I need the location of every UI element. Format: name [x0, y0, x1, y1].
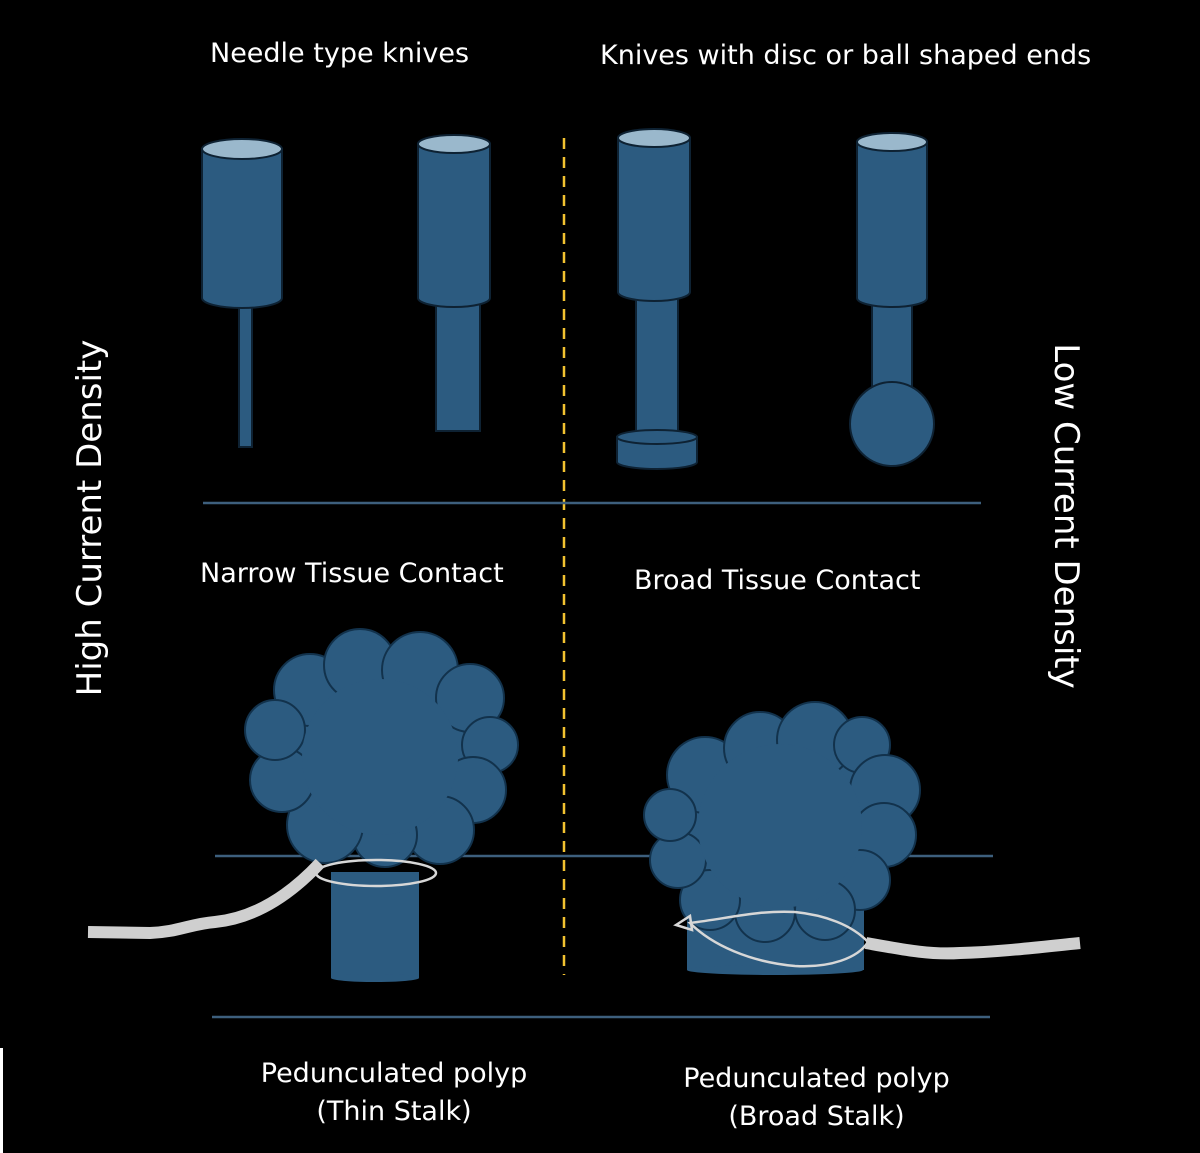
thin-polyp-head: [244, 628, 519, 868]
thin-stalk-polyp: [87, 628, 519, 982]
ball-end-knife: [849, 132, 935, 467]
broad-stalk-caption: Pedunculated polyp (Broad Stalk): [676, 1062, 957, 1134]
narrow-contact-label: Narrow Tissue Contact: [200, 558, 504, 589]
broad-contact-label: Broad Tissue Contact: [634, 565, 921, 596]
thin-snare-cable: [87, 858, 325, 939]
thin-caption-line1: Pedunculated polyp: [260, 1058, 528, 1089]
broad-stalk-polyp: [643, 701, 1081, 975]
broad-snare-cable: [864, 937, 1081, 960]
broad-polyp-head: [643, 701, 921, 943]
broad-caption-line1: Pedunculated polyp: [683, 1063, 950, 1094]
thin-stalk: [331, 872, 419, 978]
needle-knife-thick: [417, 134, 491, 432]
disc-end-knife: [616, 128, 698, 470]
disc-ball-knives-header: Knives with disc or ball shaped ends: [600, 40, 1092, 71]
needle-knives-header: Needle type knives: [210, 38, 470, 69]
broad-caption-line2: (Broad Stalk): [728, 1100, 905, 1132]
high-current-density-label: High Current Density: [70, 339, 110, 697]
low-current-density-label: Low Current Density: [1046, 343, 1086, 689]
thin-caption-line2: (Thin Stalk): [316, 1095, 472, 1127]
broad-snare-tip: [673, 913, 694, 932]
left-edge-mark: [0, 1048, 3, 1153]
needle-knife-thin: [201, 138, 283, 448]
thin-stalk-caption: Pedunculated polyp (Thin Stalk): [254, 1057, 534, 1129]
